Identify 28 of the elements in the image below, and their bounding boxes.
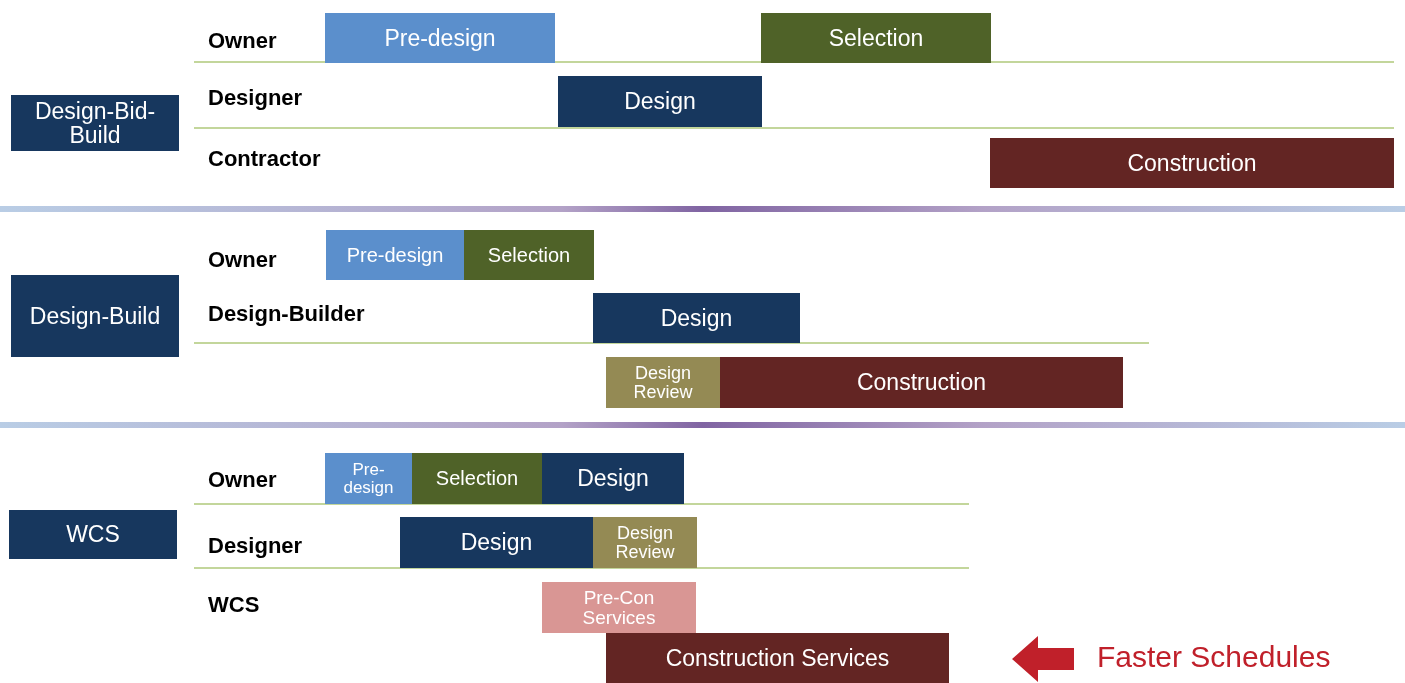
task-bar: Pre-Con Services — [542, 582, 696, 633]
role-label: Contractor — [208, 146, 321, 172]
role-label: Owner — [208, 28, 277, 54]
method-box: Design-Build — [11, 275, 179, 357]
task-bar: Design — [558, 76, 762, 127]
task-bar: Construction — [720, 357, 1123, 408]
method-box: Design-Bid-Build — [11, 95, 179, 151]
task-bar: Selection — [761, 13, 991, 63]
task-bar: Construction Services — [606, 633, 949, 683]
task-bar: Construction — [990, 138, 1394, 188]
method-box: WCS — [9, 510, 177, 559]
task-bar: Pre-design — [325, 13, 555, 63]
task-bar: Pre-design — [325, 453, 412, 504]
task-bar: Selection — [412, 453, 542, 504]
task-bar: Design — [542, 453, 684, 504]
task-bar: Selection — [464, 230, 594, 280]
callout-text: Faster Schedules — [1097, 640, 1331, 674]
task-bar: Design — [400, 517, 593, 568]
task-bar: Pre-design — [326, 230, 464, 280]
role-label: Designer — [208, 533, 303, 559]
role-label: Design-Builder — [208, 301, 365, 327]
role-label: Owner — [208, 247, 277, 273]
role-label: WCS — [208, 592, 260, 618]
task-bar: Design — [593, 293, 800, 343]
role-label: Owner — [208, 467, 277, 493]
task-bar: Design Review — [593, 517, 697, 568]
task-bar: Design Review — [606, 357, 720, 408]
role-label: Designer — [208, 85, 303, 111]
